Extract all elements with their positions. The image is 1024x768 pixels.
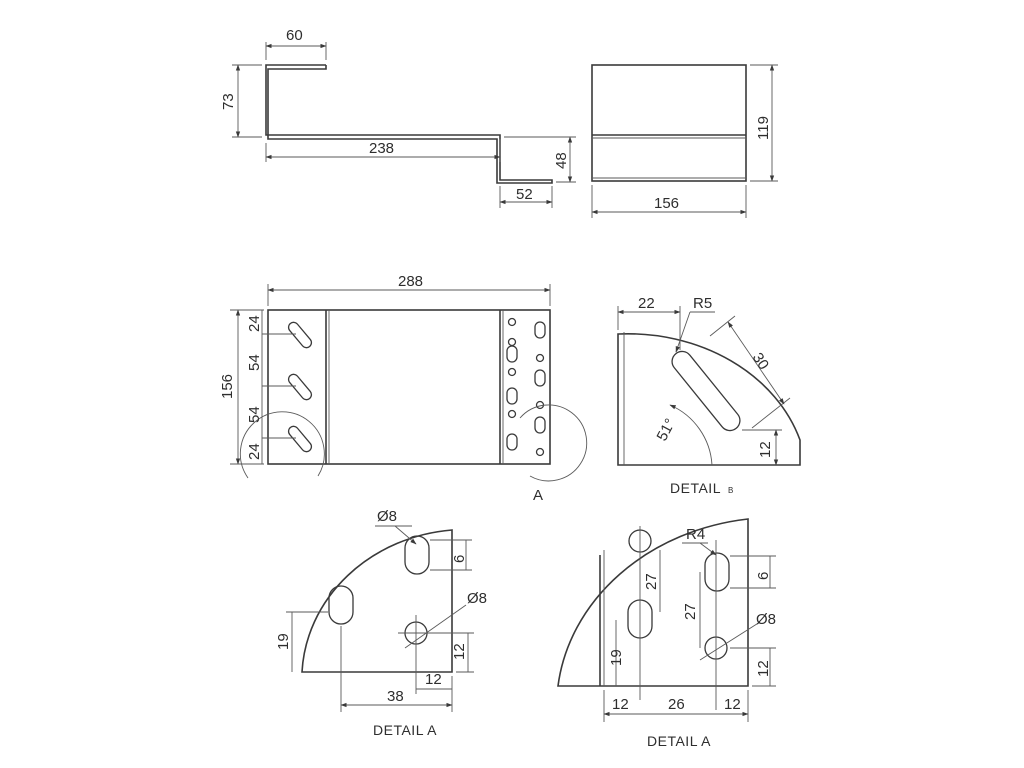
dim-detail-b-offset: 22	[638, 295, 655, 312]
dim-detail-a-slot-height: 19	[275, 633, 292, 650]
detail-a-right-caption: DETAIL A	[647, 733, 711, 749]
dim-detail-a-slot-diameter: Ø8	[377, 508, 397, 525]
dim-detail-a-left-offset: 12	[612, 696, 629, 713]
plan-slot	[534, 369, 546, 387]
dim-detail-a-hole-height-right: 12	[755, 660, 772, 677]
detail-b-circle	[239, 411, 325, 479]
dim-detail-a-hole-diameter-right: Ø8	[756, 611, 776, 628]
detail-marker-a: A	[533, 487, 543, 504]
plan-slot	[506, 433, 518, 451]
detail-a-slot	[704, 552, 730, 592]
dim-slot-pitch-1: 54	[246, 354, 263, 371]
dim-detail-b-angle: 51°	[654, 416, 680, 444]
dim-detail-a-slot-travel: 6	[451, 555, 468, 563]
side-view: 60 73 238 48 52	[220, 27, 576, 208]
dim-slot-pitch-2: 54	[246, 406, 263, 423]
plan-hole	[507, 317, 517, 327]
plan-slot	[287, 321, 313, 349]
dim-detail-a-slot-spacing: 38	[387, 688, 404, 705]
detail-b-slot	[671, 350, 741, 432]
dim-web-length: 238	[369, 140, 394, 157]
dim-detail-b-hole-height: 12	[757, 441, 774, 458]
detail-a-circle	[519, 404, 588, 482]
detail-b: 22 R5 30 51° 12 DETAIL B	[617, 295, 801, 496]
dim-detail-a-pitch-right: 27	[682, 603, 699, 620]
detail-a-left: Ø8 6 Ø8 19 12 12 38 DETAIL A	[275, 508, 487, 738]
end-view: 119 156	[591, 64, 778, 218]
detail-a-slot	[328, 585, 354, 625]
detail-a-right: R4 27 27 6 Ø8 19 12 12 26 12 DETAIL A	[557, 518, 776, 749]
dim-plan-width: 156	[219, 374, 236, 399]
plan-hole	[507, 409, 517, 419]
plan-hole	[535, 353, 545, 363]
detail-b-caption-letter: B	[728, 486, 733, 495]
plan-view: A 288 156 24 54 54 24	[219, 273, 588, 504]
plan-slot	[506, 387, 518, 405]
detail-a-slot	[404, 535, 430, 575]
dim-detail-a-right-offset: 12	[724, 696, 741, 713]
dim-slot-offset-top: 24	[246, 315, 263, 332]
dim-detail-a-pitch-left: 27	[643, 573, 660, 590]
dim-detail-a-hole-height: 12	[451, 643, 468, 660]
dim-end-height: 119	[755, 116, 772, 140]
plan-slot	[534, 416, 546, 434]
plan-slot	[506, 345, 518, 363]
plan-hole	[507, 337, 517, 347]
plan-slot	[287, 373, 313, 401]
detail-a-left-caption: DETAIL A	[373, 722, 437, 738]
dim-detail-b-slot-length: 30	[749, 350, 772, 373]
dim-detail-a-slot-height-right: 19	[608, 649, 625, 666]
dim-detail-a-hole-diameter: Ø8	[467, 590, 487, 607]
dim-plan-length: 288	[398, 273, 423, 290]
detail-b-caption: DETAIL	[670, 480, 721, 496]
dim-detail-a-hole-offset: 12	[425, 671, 442, 688]
dim-end-width: 156	[654, 195, 679, 212]
dim-detail-a-slot-travel-right: 6	[755, 572, 772, 580]
plan-slot	[534, 321, 546, 339]
dim-slot-offset-bottom: 24	[246, 443, 263, 460]
dim-top-flange-width: 60	[286, 27, 303, 44]
dim-bottom-flange-width: 52	[516, 186, 533, 203]
dim-upper-height: 73	[220, 93, 237, 110]
plan-slot	[287, 425, 313, 453]
plan-hole	[507, 367, 517, 377]
dim-detail-b-radius: R5	[693, 295, 712, 312]
dim-detail-a-hole-spacing: 26	[668, 696, 685, 713]
plan-hole	[535, 447, 545, 457]
dim-lower-height: 48	[553, 152, 570, 169]
dim-detail-a-slot-radius: R4	[686, 526, 705, 543]
